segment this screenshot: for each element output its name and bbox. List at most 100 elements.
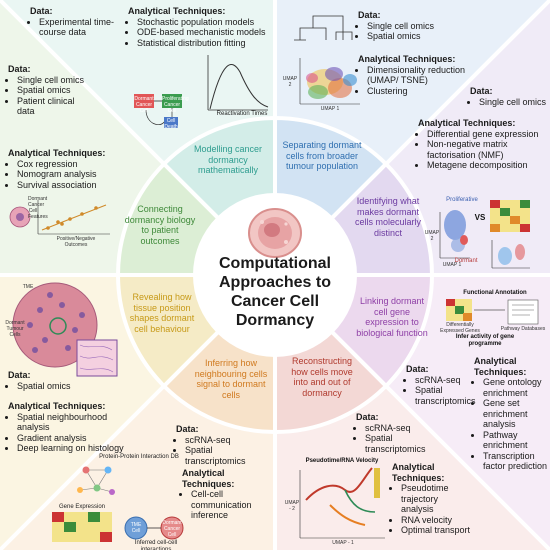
modelling-tech-item: Stochastic population models bbox=[137, 17, 278, 28]
reconstructing-data-item: scRNA-seq bbox=[415, 375, 482, 386]
reconstructing-data2-item: scRNA-seq bbox=[365, 423, 446, 434]
connecting-data-item: Patient clinical data bbox=[17, 96, 88, 117]
center-disk bbox=[193, 193, 357, 357]
theme-inferring: Inferring how neighbouring cells signal … bbox=[194, 358, 268, 400]
inferring-inferred-label: Inferred cell-cell interactions bbox=[134, 540, 178, 550]
theme-modelling: Modelling cancer dormancy mathematically bbox=[193, 144, 263, 175]
inferring-ppi-label: Protein-Protein Interaction DB bbox=[99, 454, 179, 460]
reconstructing-fig-title: Pseudotime/RNA Velocity bbox=[305, 458, 379, 464]
inferring-data-item: Spatial transcriptomics bbox=[185, 445, 266, 466]
reconstructing-data-1: Data: scRNA-seq Spatial transcriptomics bbox=[406, 364, 482, 406]
revealing-data: Data: Spatial omics bbox=[8, 370, 88, 391]
revealing-figure bbox=[12, 282, 118, 377]
connecting-tech-item: Cox regression bbox=[17, 159, 128, 170]
connecting-tech-item: Survival association bbox=[17, 180, 128, 191]
linking-techniques: Analytical Techniques: Gene ontology enr… bbox=[474, 356, 550, 472]
theme-connecting: Connecting dormancy biology to patient o… bbox=[124, 204, 196, 246]
identifying-proliferative: Proliferative bbox=[446, 197, 478, 203]
identifying-tech-heading: Analytical Techniques: bbox=[418, 118, 516, 128]
inferring-tech-heading: Analytical Techniques: bbox=[182, 468, 235, 489]
revealing-tech-item: Gradient analysis bbox=[17, 433, 128, 444]
connecting-techniques: Analytical Techniques: Cox regression No… bbox=[8, 148, 128, 190]
inferring-figure bbox=[52, 466, 184, 542]
linking-tech-item: Transcription factor prediction bbox=[483, 451, 550, 472]
modelling-box3-label: Cell Death bbox=[164, 118, 178, 130]
identifying-techniques: Analytical Techniques: Differential gene… bbox=[418, 118, 548, 171]
linking-tech-item: Pathway enrichment bbox=[483, 430, 550, 451]
modelling-tech-heading: Analytical Techniques: bbox=[128, 6, 226, 16]
separating-x-axis: UMAP 1 bbox=[320, 106, 340, 112]
theme-separating: Separating dormant cells from broader tu… bbox=[282, 140, 362, 171]
reconstructing-tech-item: Optimal transport bbox=[401, 525, 472, 536]
modelling-tech-item: Statistical distribution fitting bbox=[137, 38, 278, 49]
separating-data: Data: Single cell omics Spatial omics bbox=[358, 10, 448, 42]
identifying-data-item: Single cell omics bbox=[479, 97, 548, 108]
separating-tech-heading: Analytical Techniques: bbox=[358, 54, 456, 64]
connecting-data: Data: Single cell omics Spatial omics Pa… bbox=[8, 64, 88, 117]
revealing-tme-label: TME bbox=[22, 284, 34, 290]
theme-linking: Linking dormant cell gene expression to … bbox=[356, 296, 428, 338]
reconstructing-tech-item: Pseudotime trajectory analysis bbox=[401, 483, 472, 515]
revealing-tech-heading: Analytical Techniques: bbox=[8, 401, 106, 411]
identifying-data-heading: Data: bbox=[470, 86, 493, 96]
reconstructing-data-heading: Data: bbox=[406, 364, 429, 374]
linking-db-label: Pathway Databases bbox=[500, 326, 546, 332]
revealing-tech-item: Deep learning on histology bbox=[17, 443, 128, 454]
revealing-techniques: Analytical Techniques: Spatial neighbour… bbox=[8, 401, 128, 454]
reconstructing-x-axis: UMAP - 1 bbox=[332, 540, 354, 546]
modelling-data: Data: Experimental time-course data bbox=[30, 6, 118, 38]
linking-figure bbox=[446, 299, 539, 325]
inferring-dormant-label: Dormant Cancer Cell bbox=[162, 520, 182, 538]
connecting-y-axis: Dormant Cancer Cell Features bbox=[28, 196, 48, 220]
separating-y-axis: UMAP 2 bbox=[282, 76, 298, 88]
reconstructing-tech-heading: Analytical Techniques: bbox=[392, 462, 445, 483]
umap-cluster-points bbox=[306, 67, 357, 99]
identifying-tech-item: Metagene decomposition bbox=[427, 160, 548, 171]
inferring-data-heading: Data: bbox=[176, 424, 199, 434]
identifying-data: Data: Single cell omics bbox=[470, 86, 548, 107]
linking-tech-item: Gene ontology enrichment bbox=[483, 377, 550, 398]
cancer-cell-illustration bbox=[248, 208, 302, 258]
separating-tech-item: Clustering bbox=[367, 86, 468, 97]
theme-reconstructing: Reconstructing how cells move into and o… bbox=[291, 356, 353, 398]
reconstructing-data2-item: Spatial transcriptomics bbox=[365, 433, 446, 454]
revealing-tech-item: Spatial neighbourhood analysis bbox=[17, 412, 128, 433]
inferring-data-item: scRNA-seq bbox=[185, 435, 266, 446]
separating-data-heading: Data: bbox=[358, 10, 381, 20]
reconstructing-tech-item: RNA velocity bbox=[401, 515, 472, 526]
reconstructing-data2-heading: Data: bbox=[356, 412, 379, 422]
revealing-dormant-label: Dormant Tumour Cells bbox=[5, 320, 25, 338]
connecting-figure bbox=[9, 200, 110, 235]
modelling-x-axis: Reactivation Times bbox=[216, 111, 268, 117]
reconstructing-y-axis: UMAP - 2 bbox=[284, 500, 300, 512]
revealing-data-item: Spatial omics bbox=[17, 381, 88, 392]
identifying-umap1: UMAP 1 bbox=[442, 262, 462, 268]
identifying-umap2: UMAP 2 bbox=[424, 230, 440, 242]
modelling-box2-label: Proliferating Cancer Cell bbox=[162, 96, 189, 114]
inferring-techniques: Analytical Techniques: Cell-cell communi… bbox=[182, 468, 272, 521]
reconstructing-figure bbox=[299, 467, 385, 539]
linking-deg-label: Differentially Expressed Genes bbox=[440, 322, 480, 334]
inferring-tech-item: Cell-cell communication inference bbox=[191, 489, 272, 521]
center-title: Computational Approaches to Cancer Cell … bbox=[218, 255, 331, 329]
inferring-data: Data: scRNA-seq Spatial transcriptomics bbox=[176, 424, 266, 466]
linking-caption: Infer activity of gene programme bbox=[455, 334, 515, 347]
heatmap-small bbox=[490, 200, 530, 232]
connecting-tech-heading: Analytical Techniques: bbox=[8, 148, 106, 158]
identifying-figure bbox=[439, 200, 530, 269]
theme-revealing: Revealing how tissue position shapes dor… bbox=[129, 292, 195, 334]
inferring-gene-expr-label: Gene Expression bbox=[58, 504, 106, 510]
identifying-vs: VS bbox=[474, 213, 486, 222]
modelling-data-heading: Data: bbox=[30, 6, 53, 16]
linking-tech-heading: Analytical Techniques: bbox=[474, 356, 527, 377]
modelling-box1-label: Dormant Cancer Cell bbox=[134, 96, 154, 114]
separating-figure bbox=[294, 15, 360, 105]
inferring-tme-label: TME Cell bbox=[130, 522, 142, 534]
reconstructing-data-2: Data: scRNA-seq Spatial transcriptomics bbox=[356, 412, 446, 454]
connecting-data-item: Single cell omics bbox=[17, 75, 88, 86]
modelling-figure bbox=[134, 55, 269, 128]
connecting-data-heading: Data: bbox=[8, 64, 31, 74]
